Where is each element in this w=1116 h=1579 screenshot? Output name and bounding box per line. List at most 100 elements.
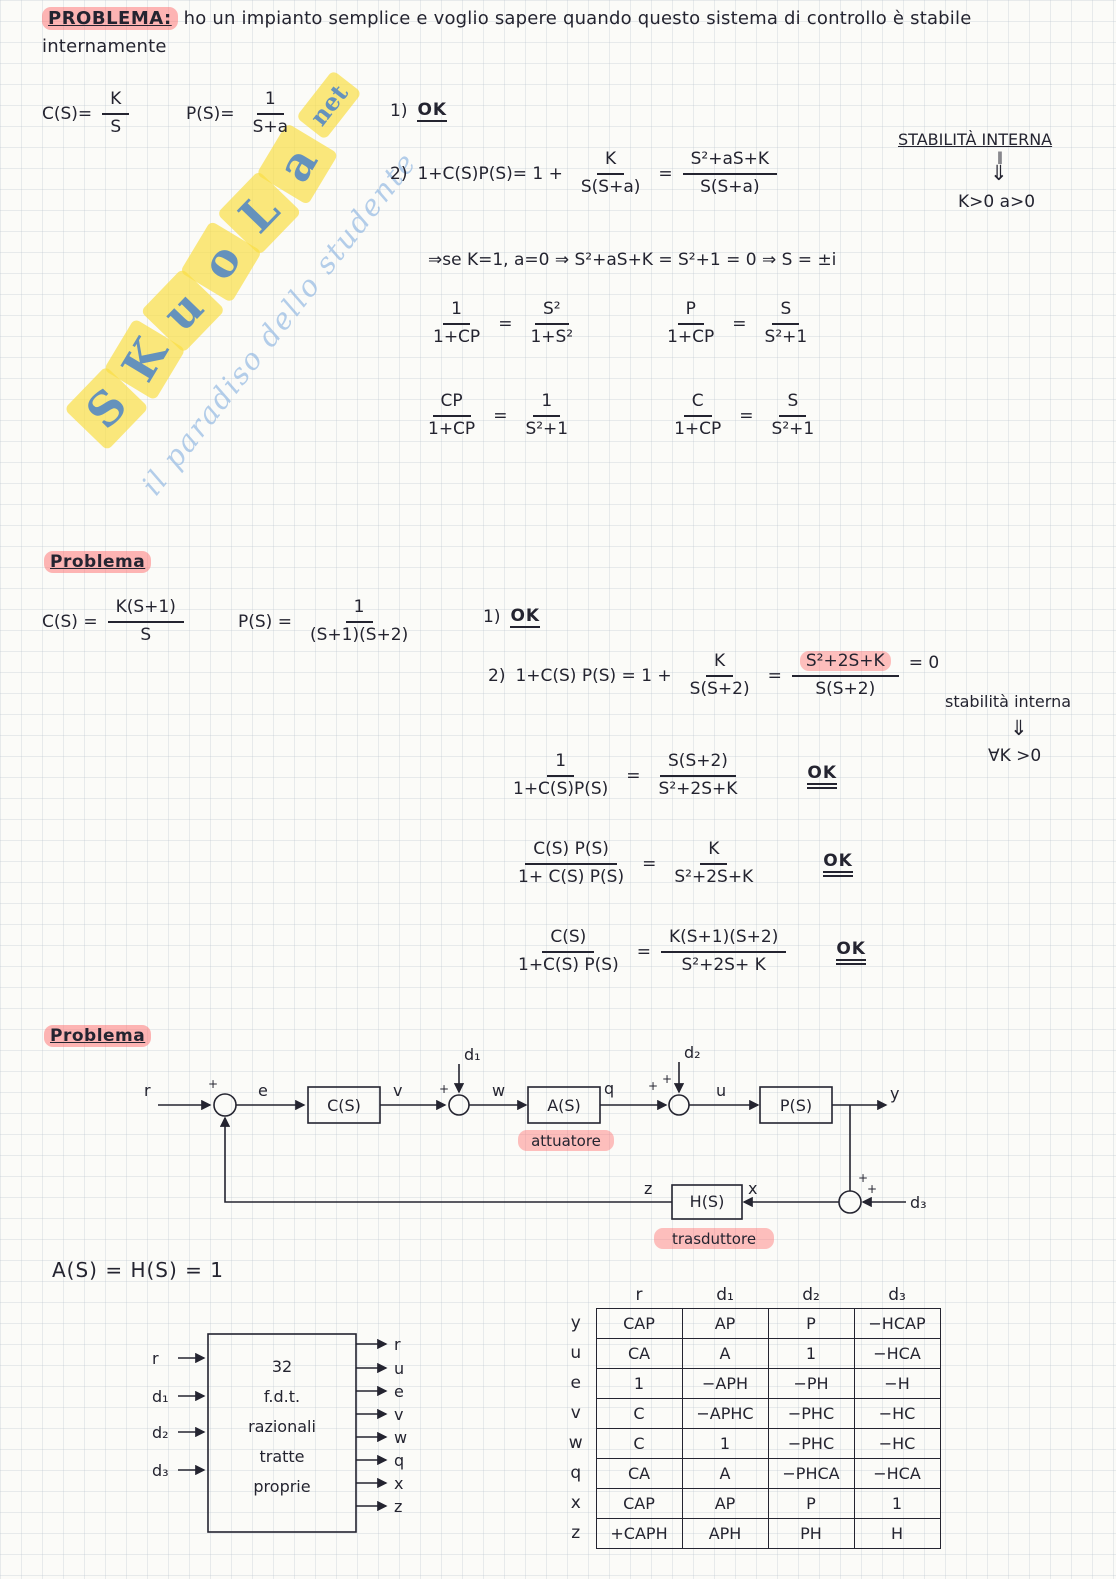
table-cell: AP bbox=[681, 1307, 769, 1339]
p1-p-den: S+a bbox=[252, 116, 289, 137]
p1-stability-arrow-icon: ⇓ bbox=[990, 161, 1008, 185]
p2-g3b-den: S²+2S+ K bbox=[681, 954, 766, 975]
p1-g4b-den: S²+1 bbox=[771, 418, 815, 439]
equals-sign: = bbox=[732, 313, 747, 334]
equals-sign: = bbox=[498, 313, 513, 334]
p1-substitution-line: ⇒se K=1, a=0 ⇒ S²+aS+K = S²+1 = 0 ⇒ S = … bbox=[428, 250, 837, 270]
p3-title: Problema bbox=[44, 1025, 152, 1047]
p1-step2: 2) 1+C(S)P(S)= 1 + K S(S+a) = S²+aS+K S(… bbox=[390, 149, 778, 197]
p3-assumption: A(S) = H(S) = 1 bbox=[52, 1258, 224, 1282]
table-cell: APH bbox=[681, 1517, 769, 1549]
watermark-letter: u bbox=[140, 268, 226, 354]
p2-c-definition: C(S) = K(S+1) S bbox=[42, 597, 184, 645]
p1-g4-den: 1+CP bbox=[674, 418, 722, 439]
p1-g3b-den: S²+1 bbox=[525, 418, 569, 439]
watermark-suffix: net bbox=[295, 70, 362, 141]
label-d1: d₁ bbox=[464, 1046, 481, 1064]
p2-tf1-ok: OK bbox=[807, 763, 838, 789]
p1-g2-den: 1+CP bbox=[667, 326, 715, 347]
table-cell: −PHC bbox=[767, 1397, 855, 1429]
p1-step2-lhs: 1+C(S)P(S)= 1 + bbox=[417, 163, 563, 184]
table-col-header: d₃ bbox=[888, 1284, 906, 1305]
p1-g2-num: P bbox=[677, 299, 704, 325]
table-cell: +CAPH bbox=[595, 1517, 683, 1549]
p1-step2-frac2-num: S²+aS+K bbox=[682, 149, 778, 175]
p1-p-definition: P(S)= 1 S+a bbox=[186, 89, 296, 137]
label-y: y bbox=[890, 1084, 899, 1103]
fdt-output-label: u bbox=[394, 1359, 404, 1378]
table-cell: −PHCA bbox=[767, 1457, 855, 1489]
p2-tf2-ok: OK bbox=[823, 851, 853, 877]
label-q: q bbox=[604, 1079, 614, 1098]
p2-tf-row3: C(S) 1+C(S) P(S) = K(S+1)(S+2) S²+2S+ K … bbox=[510, 927, 866, 975]
p2-stability-note: stabilità interna bbox=[945, 692, 1072, 711]
p2-step2-frac2: S²+2S+K S(S+2) bbox=[791, 651, 899, 699]
table-cell: A bbox=[681, 1337, 769, 1369]
fdt-output-label: v bbox=[394, 1405, 403, 1424]
a-block-label: A(S) bbox=[547, 1096, 581, 1115]
p1-step1-number: 1) bbox=[390, 101, 408, 121]
trasduttore-label: trasduttore bbox=[672, 1230, 756, 1248]
problem1-title-line2: internamente bbox=[42, 36, 167, 57]
fdt-input-label: r bbox=[152, 1349, 159, 1368]
label-d3: d₃ bbox=[910, 1193, 927, 1212]
label-d2: d₂ bbox=[684, 1046, 701, 1062]
fdt-box bbox=[207, 1333, 357, 1533]
table-cell: PH bbox=[767, 1517, 855, 1549]
table-cell: P bbox=[767, 1487, 855, 1519]
p1-g4-num: C bbox=[683, 391, 712, 417]
fdt-input-label: d₃ bbox=[152, 1461, 169, 1480]
p1-step2-number: 2) bbox=[390, 163, 408, 184]
p1-g3b-frac: 1 S²+1 bbox=[517, 391, 576, 439]
table-row-label: v bbox=[570, 1403, 581, 1423]
watermark-tagline: il paradiso dello studente bbox=[134, 145, 424, 502]
p2-p-den: (S+1)(S+2) bbox=[309, 624, 409, 645]
p1-step2-frac2-den: S(S+a) bbox=[700, 176, 760, 197]
fdt-input-label: d₂ bbox=[152, 1423, 169, 1442]
p1-c-den: S bbox=[110, 116, 122, 137]
watermark-letter: S bbox=[64, 365, 149, 451]
table-cell: −H bbox=[853, 1367, 941, 1399]
fdt-box-text: tratte bbox=[259, 1447, 304, 1466]
p1-c-definition: C(S)= K S bbox=[42, 89, 130, 137]
table-row-label: q bbox=[570, 1463, 582, 1483]
equals-sign: = bbox=[642, 853, 657, 874]
p1-step1-ok: OK bbox=[417, 100, 448, 122]
p2-step1: 1) OK bbox=[483, 606, 541, 628]
table-col-header: d₂ bbox=[802, 1284, 820, 1305]
fdt-box-text: f.d.t. bbox=[264, 1387, 300, 1406]
p1-c-num: K bbox=[102, 89, 130, 115]
p2-step2-frac1-num: K bbox=[706, 651, 734, 677]
p1-g1b-num: S² bbox=[534, 299, 569, 325]
equals-sign: = bbox=[626, 765, 641, 786]
p2-g3-frac: C(S) 1+C(S) P(S) bbox=[510, 927, 627, 975]
p1-step1: 1) OK bbox=[390, 100, 448, 122]
p1-g1-frac: 1 1+CP bbox=[425, 299, 488, 347]
p1-g1-den: 1+CP bbox=[433, 326, 481, 347]
p2-c-den: S bbox=[140, 624, 152, 645]
fdt-box-text: razionali bbox=[248, 1417, 316, 1436]
h-block-label: H(S) bbox=[690, 1192, 725, 1211]
problem1-title-line1: ho un impianto semplice e voglio sapere … bbox=[183, 8, 972, 29]
p-block-label: P(S) bbox=[780, 1096, 812, 1115]
table-cell: A bbox=[681, 1457, 769, 1489]
p1-c-fraction: K S bbox=[102, 89, 130, 137]
sum-junction-4 bbox=[838, 1190, 862, 1214]
feedback-line bbox=[219, 1116, 672, 1203]
equals-sign: = bbox=[658, 163, 673, 184]
problem1-header: PROBLEMA: ho un impianto semplice e vogl… bbox=[42, 7, 972, 30]
p2-g2b-den: S²+2S+K bbox=[674, 866, 754, 887]
attuatore-highlight bbox=[518, 1130, 614, 1151]
label-x: x bbox=[748, 1179, 757, 1198]
p1-g1-num: 1 bbox=[443, 299, 470, 325]
sum-junction-1 bbox=[213, 1093, 237, 1117]
fdt-input-label: d₁ bbox=[152, 1387, 169, 1406]
p1-step2-frac1: K S(S+a) bbox=[573, 149, 649, 197]
p1-c-lhs: C(S)= bbox=[42, 103, 93, 124]
p2-step2-frac2-den: S(S+2) bbox=[815, 678, 876, 699]
